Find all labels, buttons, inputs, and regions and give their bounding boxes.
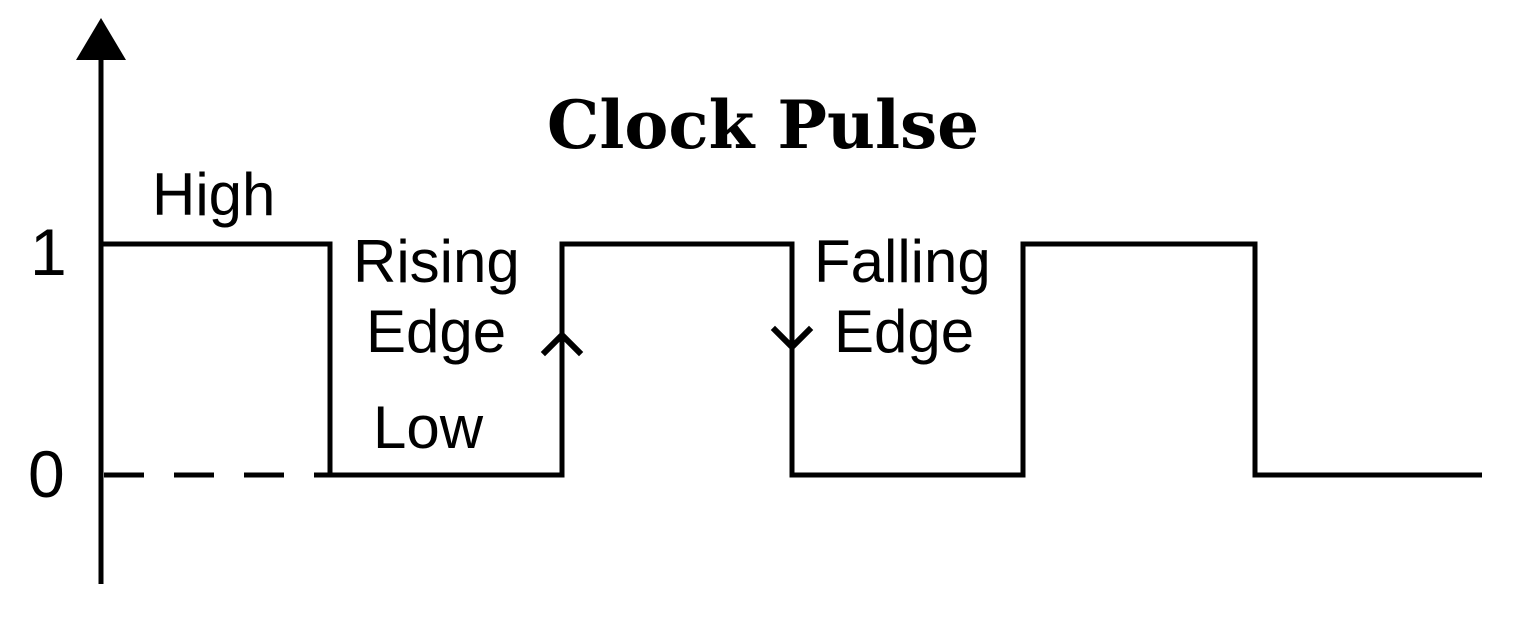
- label-high: High: [152, 161, 275, 228]
- rising-edge-arrow-icon: [540, 330, 584, 357]
- label-rising-line2: Edge: [366, 298, 506, 365]
- label-low: Low: [373, 394, 484, 461]
- label-rising-line1: Rising: [353, 228, 520, 295]
- diagram-title: Clock Pulse: [547, 86, 979, 164]
- y-label-high: 1: [30, 215, 67, 289]
- label-falling-line1: Falling: [814, 228, 991, 295]
- y-label-low: 0: [28, 437, 65, 511]
- clock-waveform: [103, 241, 1482, 478]
- y-axis-arrow-icon: [76, 18, 126, 60]
- falling-edge-arrow-icon: [770, 325, 814, 352]
- label-falling-line2: Edge: [834, 298, 974, 365]
